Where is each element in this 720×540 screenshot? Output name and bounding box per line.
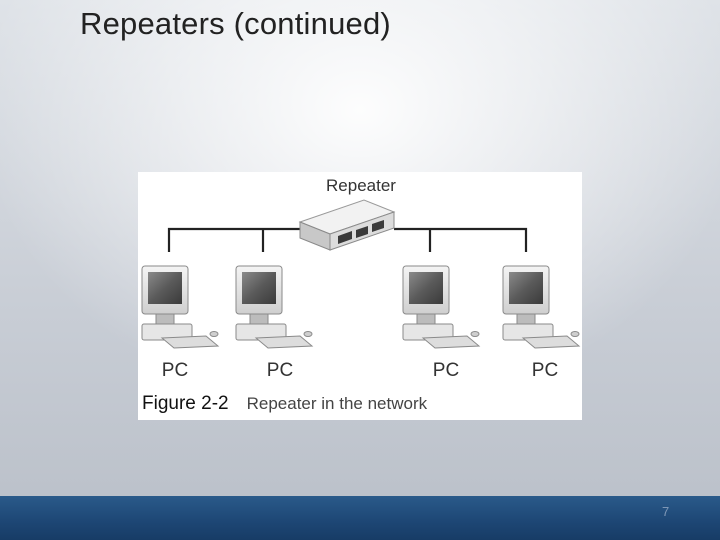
- pc-label-1: PC: [162, 360, 188, 381]
- pc-3: [402, 265, 481, 349]
- repeater-label: Repeater: [326, 176, 396, 195]
- figure-caption-text: Repeater in the network: [246, 394, 428, 413]
- pc-2: [235, 265, 314, 349]
- network-diagram: Repeater: [141, 176, 581, 381]
- pc-1: [141, 265, 220, 349]
- figure-number: Figure 2-2: [142, 393, 229, 414]
- pc-label-2: PC: [267, 360, 293, 381]
- pc-label-3: PC: [433, 360, 459, 381]
- network-figure: Repeater: [138, 172, 582, 420]
- repeater-device: [298, 199, 396, 251]
- figure-caption: Figure 2-2 Repeater in the network: [142, 393, 427, 415]
- pc-label-4: PC: [532, 360, 558, 381]
- slide-number: 7: [662, 504, 670, 519]
- pc-4: [502, 265, 581, 349]
- network-cable: [167, 227, 528, 252]
- slide-title: Repeaters (continued): [80, 6, 391, 41]
- footer-bar: [0, 496, 720, 540]
